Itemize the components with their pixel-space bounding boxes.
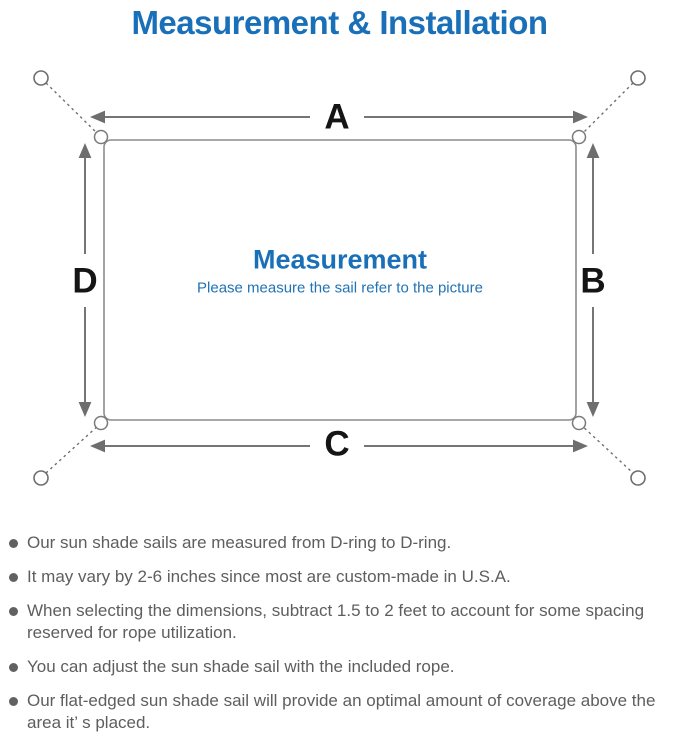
arrowhead-right-icon (573, 439, 588, 453)
note-text: You can adjust the sun shade sail with t… (27, 657, 455, 676)
bullet-icon (9, 538, 18, 548)
diagram-graphics (33, 70, 646, 486)
diagram-center-title: Measurement (252, 244, 428, 275)
anchor-point-icon (630, 470, 646, 486)
notes-list: Our sun shade sails are measured from D-… (8, 532, 671, 739)
d-ring-icon (93, 129, 109, 145)
rope-line (45, 423, 101, 474)
anchor-point-icon (33, 70, 49, 86)
arrowhead-right-icon (573, 110, 588, 124)
list-item: Our sun shade sails are measured from D-… (8, 532, 671, 554)
list-item: You can adjust the sun shade sail with t… (8, 656, 671, 678)
bullet-icon (9, 606, 18, 616)
bullet-icon (9, 696, 18, 706)
arrowhead-left-icon (90, 439, 105, 453)
arrowhead-up-icon (78, 143, 92, 158)
note-text: Our sun shade sails are measured from D-… (27, 533, 452, 552)
list-item: Our flat-edged sun shade sail will provi… (8, 690, 671, 734)
arrowhead-down-icon (78, 402, 92, 417)
list-item: When selecting the dimensions, subtract … (8, 600, 671, 644)
dimension-label-d: D (72, 257, 98, 305)
arrowhead-down-icon (586, 402, 600, 417)
bullet-icon (9, 572, 18, 582)
dimension-label-b: B (580, 257, 606, 305)
rope-line (45, 82, 101, 137)
dimension-label-a: A (316, 99, 358, 135)
page-title: Measurement & Installation (131, 4, 548, 41)
anchor-point-icon (33, 470, 49, 486)
arrowhead-up-icon (586, 143, 600, 158)
bullet-icon (9, 662, 18, 672)
note-text: Our flat-edged sun shade sail will provi… (27, 691, 656, 732)
anchor-point-icon (630, 70, 646, 86)
d-ring-icon (571, 129, 587, 145)
sail-outline (103, 139, 577, 421)
arrowhead-left-icon (90, 110, 105, 124)
note-text: It may vary by 2-6 inches since most are… (27, 567, 511, 586)
rope-line (579, 82, 634, 137)
list-item: It may vary by 2-6 inches since most are… (8, 566, 671, 588)
rope-line (579, 423, 634, 474)
d-ring-icon (571, 415, 587, 431)
dimension-label-c: C (316, 426, 358, 462)
note-text: When selecting the dimensions, subtract … (27, 601, 645, 642)
measurement-diagram: A B C D Measurement Please measure the s… (0, 46, 679, 520)
diagram-center-subtitle: Please measure the sail refer to the pic… (197, 279, 483, 297)
d-ring-icon (93, 415, 109, 431)
